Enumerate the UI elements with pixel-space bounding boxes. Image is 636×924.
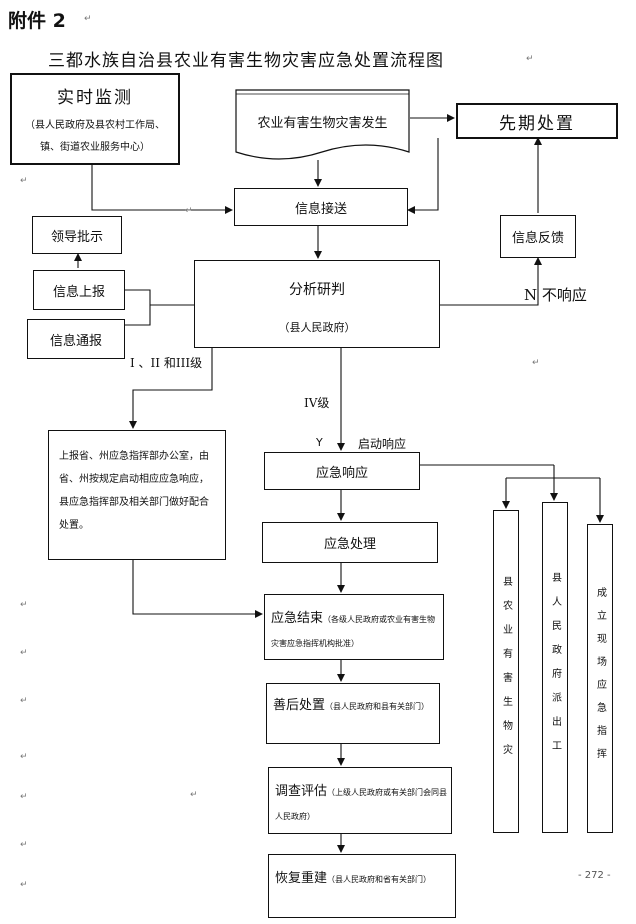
rebuild-title: 恢复重建 [275,871,328,886]
eval-title: 调查评估 [275,784,328,799]
rebuild-subtitle: （县人民政府和省有关部门） [327,875,432,884]
prior-handling-box: 先期处置 [456,103,618,139]
paragraph-mark: ↵ [20,840,28,850]
rebuild-box: 恢复重建（县人民政府和省有关部门） [268,854,456,918]
occur-label: 农业有害生物灾害发生 [257,115,388,131]
paragraph-mark: ↵ [185,206,193,216]
eval-subtitle: （上级人民政府或有关部门会同县人民政府） [275,788,448,821]
side-box-1: 县农业有害生物灾 [493,510,519,833]
monitor-box: 实时监测 （县人民政府及县农村工作局、镇、街道农业服务中心） [10,73,180,165]
paragraph-mark: ↵ [20,648,28,658]
approve-box: 领导批示 [32,216,122,254]
end-title: 应急结束 [271,611,324,626]
paragraph-mark: ↵ [20,880,28,890]
paragraph-mark: ↵ [20,600,28,610]
escalate-box: 上报省、州应急指挥部办公室，由省、州按规定启动相应应急响应，县应急指挥部及相关部… [48,430,226,560]
analyze-title: 分析研判 [289,282,345,298]
level-4-label: IV级 [304,396,330,410]
paragraph-mark: ↵ [20,792,28,802]
side-box-2: 县人民政府派出工 [542,502,568,833]
paragraph-mark: ↵ [84,14,92,24]
level-123-label: I 、II 和III级 [130,356,203,370]
end-box: 应急结束（各级人民政府或农业有害生物灾害应急指挥机构批准） [264,594,444,660]
paragraph-mark: ↵ [190,790,198,800]
notify-box: 信息通报 [27,319,125,359]
side-box-3: 成立现场应急指挥 [587,524,613,833]
annex-label: 附件 2 [8,10,66,32]
after-title: 善后处置 [273,698,326,713]
report-up-box: 信息上报 [33,270,125,310]
paragraph-mark: ↵ [526,54,534,64]
yes-label: Y [316,436,323,449]
side-label-2: 县人民政府派出工 [549,571,561,764]
end-subtitle: （各级人民政府或农业有害生物灾害应急指挥机构批准） [271,615,436,648]
respond-box: 应急响应 [264,452,420,490]
side-label-1: 县农业有害生物灾 [500,575,512,768]
page-number: - 272 - [578,870,611,881]
side-label-3: 成立现场应急指挥 [594,586,606,771]
paragraph-mark: ↵ [20,696,28,706]
paragraph-mark: ↵ [20,176,28,186]
monitor-title: 实时监测 [57,88,133,108]
start-response-label: 启动响应 [358,437,407,451]
page-title: 三都水族自治县农业有害生物灾害应急处置流程图 [48,51,444,71]
paragraph-mark: ↵ [20,752,28,762]
paragraph-mark: ↵ [532,358,540,368]
no-response-label: N 不响应 [524,286,587,304]
document-shape [235,89,410,160]
after-subtitle: （县人民政府和县有关部门） [325,702,430,711]
receive-box: 信息接送 [234,188,408,226]
feedback-box: 信息反馈 [500,215,576,258]
after-box: 善后处置（县人民政府和县有关部门） [266,683,440,744]
analyze-box: 分析研判 （县人民政府） [194,260,440,348]
occur-node: 农业有害生物灾害发生 [235,86,410,166]
analyze-subtitle: （县人民政府） [278,321,356,334]
monitor-subtitle: （县人民政府及县农村工作局、镇、街道农业服务中心） [25,120,165,153]
handle-box: 应急处理 [262,522,438,563]
eval-box: 调查评估（上级人民政府或有关部门会同县人民政府） [268,767,452,834]
